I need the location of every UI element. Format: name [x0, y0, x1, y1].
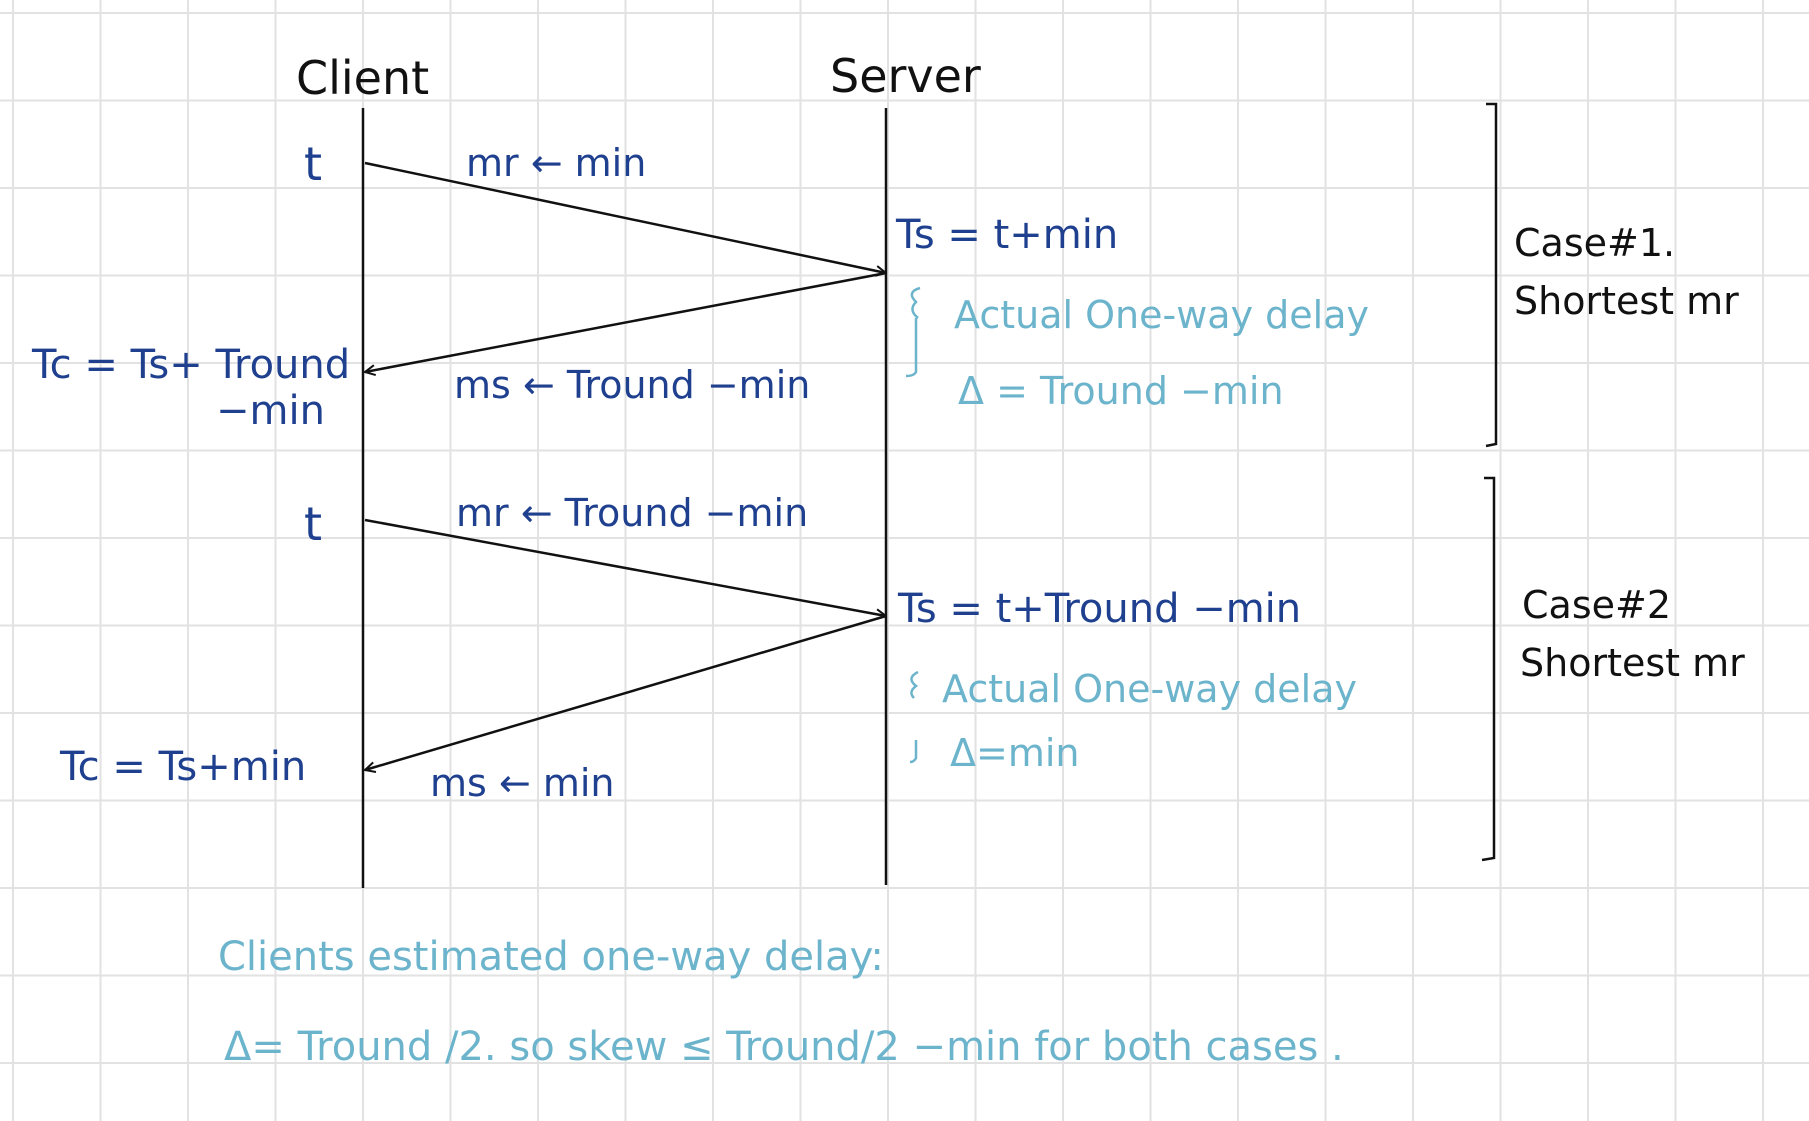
case2-actual-delay-label: Actual One-way delay [942, 667, 1357, 711]
case1-actual-delay-value: Δ = Tround −min [958, 369, 1284, 413]
case1-bracket [1485, 102, 1498, 448]
case2-bracket-label-line1: Case#2 [1522, 583, 1671, 627]
case2-reply-arrow [365, 614, 887, 770]
case1-client-time-line1: Tc = Ts+ Tround [31, 342, 350, 388]
case2-delay-brace [909, 670, 919, 764]
case1-bracket-label-line1: Case#1. [1514, 221, 1675, 265]
summary-line1: Clients estimated one-way delay: [218, 934, 884, 980]
case1-server-time: Ts = t+min [895, 212, 1118, 258]
client-lifeline-label: Client [296, 51, 429, 105]
case2-client-time: Tc = Ts+min [59, 744, 306, 790]
case2-send-time: t [304, 497, 322, 551]
case2-server-time: Ts = t+Tround −min [897, 586, 1301, 632]
case2-bracket [1481, 476, 1496, 862]
case1-reply-arrow [365, 271, 887, 372]
case1-bracket-label-line2: Shortest mr [1514, 279, 1739, 323]
case1-actual-delay-label: Actual One-way delay [954, 293, 1369, 337]
case2-request-arrow [364, 518, 886, 616]
summary-line2: Δ= Tround /2. so skew ≤ Tround/2 −min fo… [224, 1024, 1344, 1070]
case2-bracket-label-line2: Shortest mr [1520, 641, 1745, 685]
server-lifeline-label: Server [830, 49, 981, 103]
case1-reply-label: ms ← Tround −min [454, 363, 810, 407]
case2-reply-label: ms ← min [430, 761, 614, 805]
case1-request-arrow [364, 161, 886, 273]
case1-request-label: mr ← min [466, 141, 646, 185]
case1-send-time: t [304, 137, 322, 191]
case2-request-label: mr ← Tround −min [456, 491, 808, 535]
case1-client-time-line2: −min [216, 388, 325, 434]
case1-delay-brace [905, 286, 921, 378]
case2-actual-delay-value: Δ=min [950, 731, 1080, 775]
